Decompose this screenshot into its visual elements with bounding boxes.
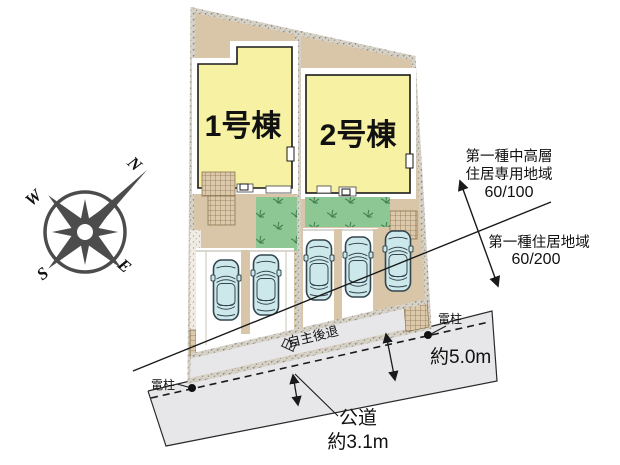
utility-pole-right-label: 電柱: [438, 311, 462, 326]
zone-2-ratio: 60/200: [512, 251, 561, 268]
road-centerline: [150, 321, 490, 399]
car-icon: [342, 236, 374, 298]
car-icon: [250, 254, 282, 316]
road-width-label: 約3.1m: [327, 431, 388, 453]
zone-1-line2: 住居専用地域: [466, 166, 553, 183]
terrace-1b: [207, 195, 236, 226]
setback-line: [190, 298, 428, 359]
zone-2-line1: 第一種住居地域: [488, 233, 590, 251]
building-1-door-notch: [286, 146, 295, 162]
building-1: [197, 46, 295, 194]
building-2-step: [316, 185, 332, 194]
utility-pole-left-dot: [188, 384, 196, 392]
grate-icon: [280, 337, 298, 353]
utility-pole-left-label: 電柱: [151, 377, 175, 392]
dimension-annotations: [289, 332, 399, 417]
frontage-width-label: 約5.0m: [430, 346, 491, 368]
building-2-door-notch: [405, 153, 414, 169]
building-1-step: [265, 185, 292, 194]
road-label-leader: [294, 373, 339, 417]
zone-2-label: 第一種住居地域 60/200: [488, 233, 590, 268]
building-2: [305, 74, 414, 197]
garden-2: [305, 197, 390, 227]
zone-1-ratio: 60/100: [485, 184, 534, 201]
road-width-arrow: [289, 373, 302, 407]
car-icon: [210, 259, 242, 321]
zone-1-line1: 第一種中高層: [466, 147, 553, 165]
zone-double-arrow: [457, 179, 501, 288]
compass-north-label: N: [123, 152, 146, 175]
terrace-1a: [201, 171, 236, 197]
building-2-label: 2号棟: [320, 119, 398, 152]
compass-rose: [43, 169, 148, 274]
building-1-label: 1号棟: [205, 110, 283, 143]
public-road: [147, 310, 498, 447]
frontage-arrow: [382, 332, 399, 382]
car-icon: [382, 230, 414, 292]
compass-west-label: W: [21, 185, 46, 210]
gravel-strip: [190, 230, 201, 330]
garden-1: [256, 197, 297, 251]
zone-1-label: 第一種中高層 住居専用地域 60/100: [466, 147, 553, 201]
utility-pole-right-dot: [424, 331, 432, 339]
setback-strip: [190, 298, 430, 378]
road-type-label: 公道: [339, 407, 377, 429]
compass-south-label: S: [33, 263, 52, 284]
zoning-annotations: [132, 179, 552, 372]
